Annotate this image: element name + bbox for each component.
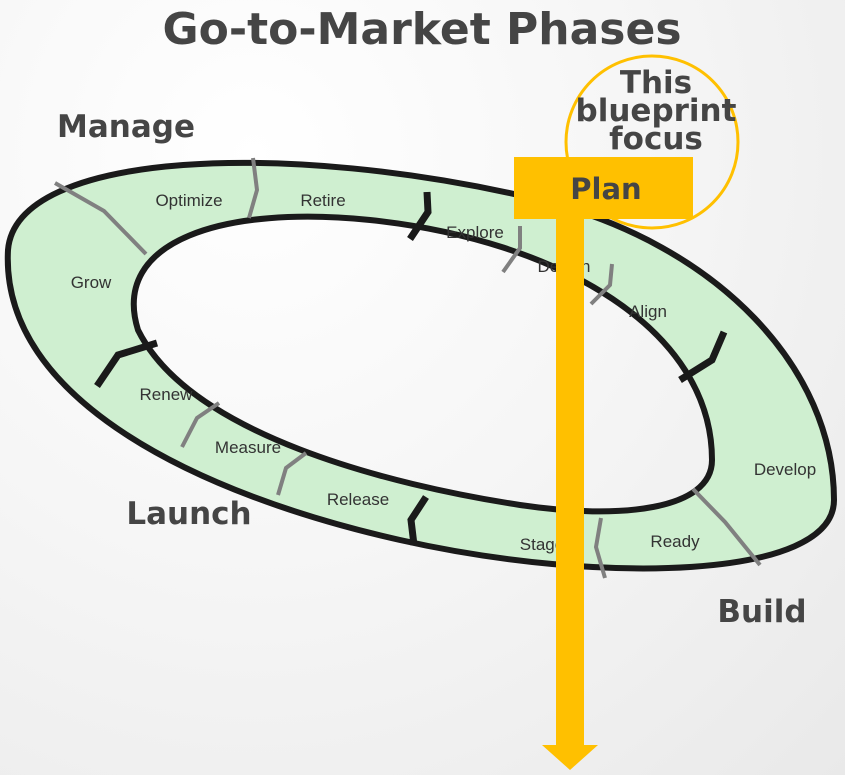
segment-measure: Measure — [215, 438, 281, 457]
divider-launch-manage — [94, 339, 159, 388]
divider-release-measure — [276, 451, 308, 496]
segment-grow: Grow — [71, 273, 112, 292]
divider-develop-ready — [691, 487, 762, 567]
phase-manage: Manage — [57, 109, 195, 145]
focus-line-2: blueprint — [576, 93, 737, 129]
segment-explore: Explore — [446, 223, 504, 242]
plan-arrow: Plan — [514, 157, 693, 770]
segment-retire: Retire — [300, 191, 345, 210]
segment-optimize: Optimize — [155, 191, 222, 210]
divider-build-launch — [407, 495, 429, 546]
segment-release: Release — [327, 490, 389, 509]
divider-design-align — [589, 263, 614, 306]
phase-build: Build — [717, 594, 806, 630]
plan-label: Plan — [570, 172, 641, 206]
divider-plan-build — [678, 330, 728, 383]
segment-align: Align — [629, 302, 667, 321]
focus-callout-text: This blueprint focus — [576, 65, 737, 157]
page-title: Go-to-Market Phases — [162, 4, 681, 55]
plan-arrow-body — [514, 157, 693, 770]
focus-line-3: focus — [609, 121, 703, 157]
divider-grow-optimize — [54, 181, 148, 256]
segment-renew: Renew — [140, 385, 194, 404]
segment-stage: Stage — [520, 535, 564, 554]
focus-callout-circle — [564, 54, 740, 230]
segment-ready: Ready — [650, 532, 700, 551]
divider-ready-stage — [593, 517, 607, 579]
phase-launch: Launch — [126, 496, 251, 532]
divider-measure-renew — [180, 401, 221, 448]
segment-develop: Develop — [754, 460, 816, 479]
divider-optimize-retire — [247, 157, 260, 219]
focus-line-1: This — [620, 65, 692, 101]
divider-explore-design — [501, 226, 522, 274]
divider-manage-plan — [407, 191, 432, 241]
